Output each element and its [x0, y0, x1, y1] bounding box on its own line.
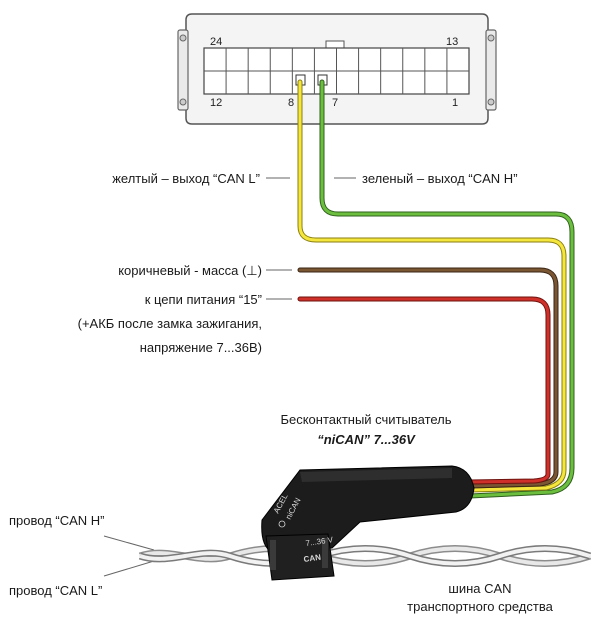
device-logo-icon — [278, 520, 286, 528]
label-power-line3: напряжение 7...36В) — [139, 340, 262, 355]
nican-reader: ACEL niCAN 7...36 V CAN — [261, 465, 475, 581]
connector-pin-grid — [204, 48, 469, 94]
label-reader-name: Бесконтактный считыватель — [280, 412, 452, 427]
wires — [297, 79, 575, 499]
label-brown-ground: коричневый - масса (⊥) — [118, 263, 262, 278]
pin-number-8: 8 — [288, 97, 295, 109]
label-power-line2: (+АКБ после замка зажигания, — [77, 316, 262, 331]
label-power-line1: к цепи питания “15” — [144, 292, 262, 307]
pin-number-1: 1 — [452, 97, 459, 109]
label-bus-line1: шина CAN — [448, 581, 512, 596]
pin-number-24: 24 — [210, 36, 223, 48]
label-wire-can-h: провод “CAN H” — [9, 513, 105, 528]
pin-number-7: 7 — [332, 97, 339, 109]
clip-print-voltage: 7...36 V — [305, 535, 334, 548]
label-bus-line2: транспортного средства — [407, 599, 553, 614]
leader-lines — [103, 177, 356, 577]
label-reader-model: “niCAN” 7...36V — [317, 432, 415, 447]
label-green-can-h: зеленый – выход “CAN H” — [362, 171, 518, 186]
pin-number-12: 12 — [210, 97, 223, 109]
pin-number-13: 13 — [446, 36, 459, 48]
can-bus-cable — [138, 545, 592, 567]
clip-print-can: CAN — [303, 553, 322, 564]
label-yellow-can-l: желтый – выход “CAN L” — [112, 171, 260, 186]
label-wire-can-l: провод “CAN L” — [9, 583, 103, 598]
